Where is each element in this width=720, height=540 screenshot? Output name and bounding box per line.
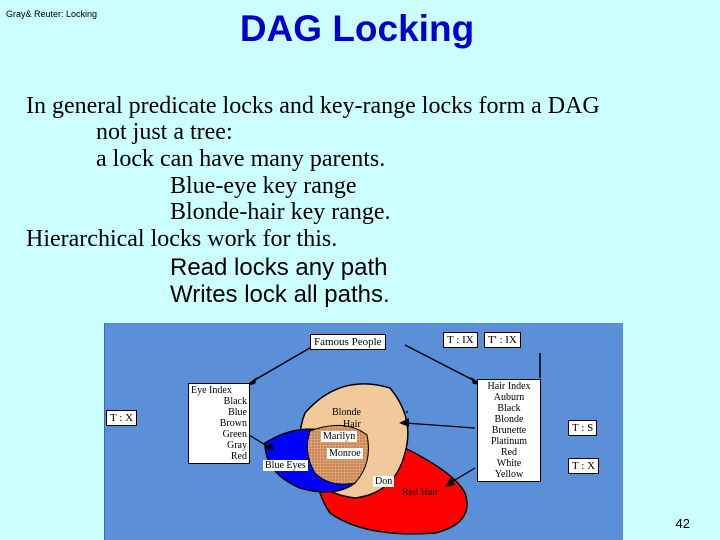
diagram-graphics — [229, 344, 541, 535]
eye-index-item: Red — [230, 451, 247, 462]
bullet-line-2: not just a tree: — [96, 119, 233, 145]
lock-dag-diagram: Famous People T : IX T' : IX T : X Eye I… — [104, 323, 623, 540]
eye-index-item: Green — [222, 429, 247, 440]
hair-index-item: Brunette — [491, 425, 527, 436]
edge-hair-red — [449, 467, 476, 484]
don-label: Don — [373, 476, 395, 487]
eye-index-title: Eye Index — [191, 385, 232, 396]
hair-index-item: Platinum — [490, 436, 528, 447]
hair-index-item: Yellow — [494, 469, 524, 480]
monroe-label: Monroe — [327, 448, 363, 459]
root-lock-t: T : IX — [443, 332, 478, 348]
hair-index-item: Auburn — [493, 392, 525, 403]
bullet-line-6: Hierarchical locks work for this. — [26, 226, 338, 252]
eye-index-box: Eye Index Black Blue Brown Green Gray Re… — [188, 383, 250, 464]
slide-number: 42 — [675, 516, 690, 531]
arrowhead-eye-blue — [265, 443, 275, 451]
bullet-line-4: Blue-eye key range — [170, 173, 357, 199]
slide-title: DAG Locking — [0, 8, 720, 50]
arrowhead-hair-blonde — [399, 418, 409, 427]
eye-index-item: Blue — [228, 407, 247, 418]
edge-root-hair — [404, 344, 476, 382]
root-lock-t-prime: T' : IX — [484, 332, 521, 348]
root-node-famous-people: Famous People — [310, 334, 386, 350]
slide-title-text: DAG Locking — [239, 8, 475, 49]
arrowhead-hair-red — [445, 477, 455, 487]
hair-lock-shared: T : S — [568, 420, 598, 436]
running-head: Gray& Reuter: Locking — [6, 9, 98, 19]
blonde-hair-label: Hair — [343, 419, 361, 430]
hair-index-item: White — [496, 458, 522, 469]
bullet-line-8: Writes lock all paths. — [170, 281, 390, 308]
eye-index-item: Brown — [219, 418, 247, 429]
blue-eyes-label: Blue Eyes — [263, 460, 308, 471]
hair-lock-exclusive: T : X — [568, 458, 600, 474]
eye-index-item: Gray — [227, 440, 247, 451]
bullet-line-7: Read locks any path — [170, 254, 388, 281]
eye-index-lock: T : X — [106, 410, 138, 426]
hair-index-item: Blonde — [494, 414, 524, 425]
bullet-line-1: In general predicate locks and key-range… — [26, 93, 600, 119]
marilyn-label: Marilyn — [321, 431, 358, 442]
edge-root-eye — [252, 344, 316, 382]
bullet-line-5: Blonde-hair key range. — [170, 199, 391, 225]
hair-index-item: Black — [497, 403, 521, 414]
red-hair-label: Red Hair — [402, 487, 439, 498]
hair-index-item: Red — [500, 447, 518, 458]
bullet-line-3: a lock can have many parents. — [96, 146, 386, 172]
blonde-label: Blonde — [332, 407, 361, 418]
hair-index-title: Hair Index — [487, 381, 531, 392]
hair-index-box: Hair Index Auburn Black Blonde Brunette … — [477, 379, 541, 482]
edge-hair-blonde — [404, 422, 476, 429]
eye-index-item: Black — [223, 396, 247, 407]
